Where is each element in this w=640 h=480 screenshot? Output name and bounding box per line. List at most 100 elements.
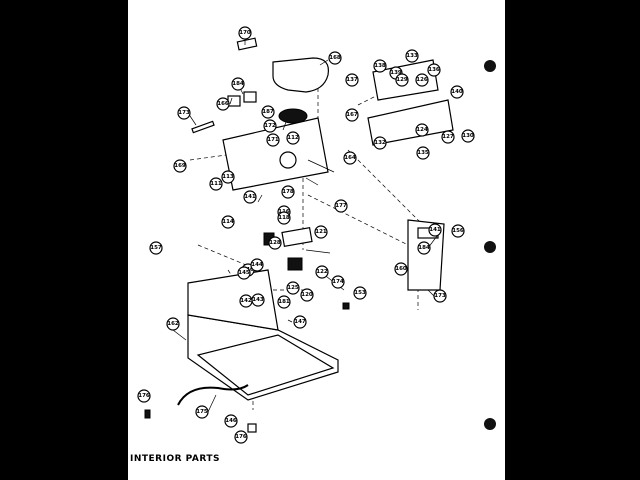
callout-number: 178 xyxy=(282,189,294,195)
callout-181-45: 181 xyxy=(277,295,291,309)
base-pan-floor xyxy=(196,334,335,396)
callout-164-28: 164 xyxy=(343,151,357,165)
callout-146-56: 146 xyxy=(224,414,238,428)
callout-135-18: 135 xyxy=(416,146,430,160)
callout-number: 133 xyxy=(406,53,418,59)
label-plate-2 xyxy=(243,91,257,103)
callout-number: 141 xyxy=(429,227,441,233)
power-cord xyxy=(177,384,249,406)
callout-number: 138 xyxy=(374,63,386,69)
callout-number: 126 xyxy=(416,77,428,83)
callout-167-12: 167 xyxy=(345,108,359,122)
callout-133-5: 133 xyxy=(405,49,419,63)
callout-number: 176 xyxy=(235,434,247,440)
callout-number: 137 xyxy=(346,77,358,83)
callout-112-21: 112 xyxy=(286,131,300,145)
callout-number: 129 xyxy=(396,77,408,83)
callout-118-32: 118 xyxy=(277,211,291,225)
grille-insert xyxy=(236,37,258,51)
callout-127-16: 127 xyxy=(441,130,455,144)
callout-153-46: 153 xyxy=(353,286,367,300)
stirrer-fan xyxy=(278,108,308,124)
callout-number: 173 xyxy=(434,293,446,299)
callout-number: 168 xyxy=(329,55,341,61)
callout-125-42: 125 xyxy=(286,281,300,295)
callout-120-41: 120 xyxy=(300,288,314,302)
binder-hole-bottom xyxy=(484,418,496,430)
callout-number: 146 xyxy=(225,418,237,424)
callout-number: 121 xyxy=(315,229,327,235)
callout-147-53: 147 xyxy=(293,315,307,329)
callout-157-35: 157 xyxy=(149,241,163,255)
callout-184-2: 184 xyxy=(231,77,245,91)
callout-number: 164 xyxy=(344,155,356,161)
callout-168-1: 168 xyxy=(328,51,342,65)
air-duct-shroud xyxy=(272,57,330,93)
callout-144-37: 144 xyxy=(250,258,264,272)
callout-138-6: 138 xyxy=(373,59,387,73)
callout-174-40: 174 xyxy=(331,275,345,289)
small-clip xyxy=(342,302,350,310)
exploded-parts-diagram: 1701681841661731331381371391261401361671… xyxy=(137,26,496,444)
callout-114-27: 114 xyxy=(221,215,235,229)
callout-number: 143 xyxy=(252,297,264,303)
callout-number: 142 xyxy=(240,298,252,304)
callout-number: 114 xyxy=(222,219,234,225)
callout-142-44: 142 xyxy=(239,294,253,308)
callout-number: 174 xyxy=(332,279,344,285)
callout-number: 140 xyxy=(451,89,463,95)
diode-block xyxy=(287,257,303,271)
label-strip xyxy=(191,120,215,134)
callout-number: 162 xyxy=(167,321,179,327)
callout-number: 166 xyxy=(217,101,229,107)
callout-136-11: 136 xyxy=(427,63,441,77)
callout-129-14: 129 xyxy=(395,73,409,87)
callout-number: 175 xyxy=(196,409,208,415)
callout-number: 120 xyxy=(301,292,313,298)
callout-number: 187 xyxy=(262,109,274,115)
callout-176-57: 176 xyxy=(234,430,248,444)
callout-number: 136 xyxy=(428,67,440,73)
page-number: 8 xyxy=(26,455,32,464)
callout-132-15: 132 xyxy=(373,136,387,150)
callout-number: 132 xyxy=(374,140,386,146)
callout-number: 157 xyxy=(150,245,162,251)
callout-number: 112 xyxy=(287,135,299,141)
callout-bubbles: 1701681841661731331381371391261401361671… xyxy=(137,26,475,444)
callout-number: 127 xyxy=(442,134,454,140)
callout-number: 170 xyxy=(239,30,251,36)
callout-122-39: 122 xyxy=(315,265,329,279)
callout-number: 173 xyxy=(178,110,190,116)
binder-hole-top xyxy=(484,60,496,72)
callout-140-10: 140 xyxy=(450,85,464,99)
callout-126-9: 126 xyxy=(415,73,429,87)
callout-number: 122 xyxy=(316,269,328,275)
callout-number: 172 xyxy=(264,123,276,129)
callout-number: 156 xyxy=(452,228,464,234)
callout-130-17: 130 xyxy=(461,129,475,143)
callout-number: 184 xyxy=(232,81,244,87)
callout-number: 153 xyxy=(354,290,366,296)
callout-number: 118 xyxy=(278,215,290,221)
callout-number: 184 xyxy=(418,245,430,251)
callout-170-0: 170 xyxy=(238,26,252,40)
callout-141-49: 141 xyxy=(428,223,442,237)
callout-137-7: 137 xyxy=(345,73,359,87)
callout-number: 176 xyxy=(138,393,150,399)
callout-number: 111 xyxy=(210,181,222,187)
callout-number: 124 xyxy=(416,127,428,133)
callout-number: 125 xyxy=(287,285,299,291)
callout-172-20: 172 xyxy=(263,119,277,133)
callout-number: 135 xyxy=(417,150,429,156)
foot xyxy=(247,423,257,433)
callout-145-38: 145 xyxy=(237,266,251,280)
callout-166-3: 166 xyxy=(216,97,230,111)
callout-number: 147 xyxy=(294,319,306,325)
callout-187-19: 187 xyxy=(261,105,275,119)
callout-113-24: 113 xyxy=(221,170,235,184)
callout-number: 141 xyxy=(244,194,256,200)
callout-141-26: 141 xyxy=(243,190,257,204)
capacitor-bracket xyxy=(281,226,313,248)
callout-124-13: 124 xyxy=(415,123,429,137)
callout-173-4: 173 xyxy=(177,106,191,120)
